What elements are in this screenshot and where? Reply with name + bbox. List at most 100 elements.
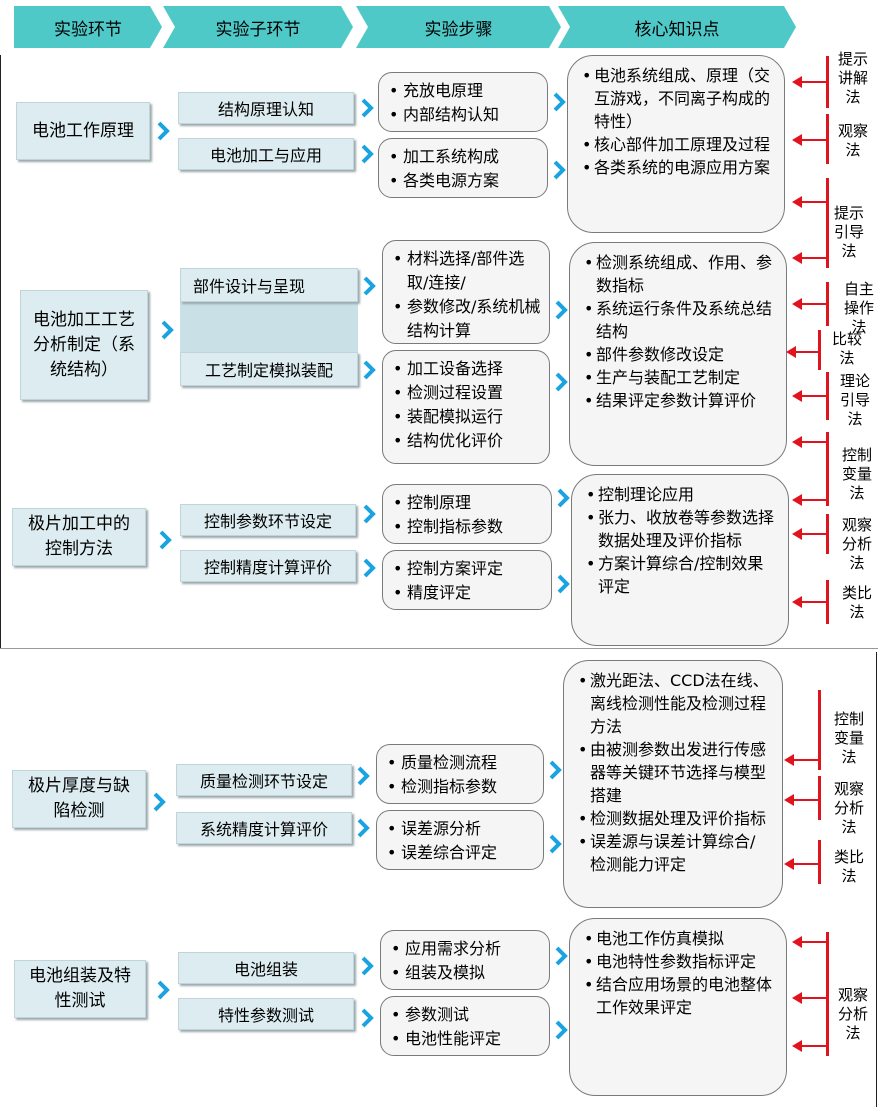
frame-left-line [0, 55, 1, 648]
chevron-right-icon [549, 834, 562, 854]
header-substage-shape [163, 6, 353, 48]
chevron-right-icon [555, 1020, 568, 1040]
steps-box: 加工系统构成各类电源方案 [378, 138, 548, 198]
header-core-shape [558, 6, 796, 48]
header-substage: 实验子环节 [163, 6, 353, 48]
substage-battery-processing: 电池加工与应用 [178, 138, 354, 170]
chevron-right-icon [555, 372, 568, 392]
core-knowledge-box: 激光距法、CCD法在线、离线检测性能及检测过程方法 由被测参数出发进行传感器等关… [563, 660, 783, 908]
chevron-right-icon [357, 766, 370, 786]
chevron-right-icon [357, 818, 370, 838]
step-item: 参数修改/系统机械结构计算 [393, 295, 541, 343]
stage-battery-assembly: 电池组装及特性测试 [14, 960, 146, 1018]
core-knowledge-box: 电池系统组成、原理（交互游戏，不同离子构成的特性） 核心部件加工原理及过程 各类… [567, 55, 785, 233]
stage-battery-principle: 电池工作原理 [16, 102, 150, 160]
method-bar [818, 330, 821, 370]
core-knowledge-box: 控制理论应用 张力、收放卷等参数选择数据处理及评价指标 方案计算综合/控制效果评… [571, 474, 789, 646]
step-item: 各类电源方案 [389, 169, 539, 193]
chevron-right-icon [363, 504, 376, 524]
frame-bottom-line [0, 648, 878, 649]
chevron-right-icon [157, 121, 170, 141]
red-arrow-icon [792, 528, 828, 540]
red-arrow-icon [792, 298, 828, 310]
core-item: 系统运行条件及系统总结结构 [584, 297, 774, 343]
step-item: 内部结构认知 [389, 103, 539, 127]
substage-label: 结构原理认知 [217, 100, 314, 119]
steps-box: 控制方案评定精度评定 [382, 550, 552, 610]
substage-quality-detection: 质量检测环节设定 [176, 764, 352, 796]
steps-box: 质量检测流程检测指标参数 [376, 744, 544, 804]
header-core: 核心知识点 [558, 6, 796, 48]
substage-label: 控制参数环节设定 [203, 512, 332, 531]
red-arrow-icon [784, 794, 820, 806]
substage-label: 特性参数测试 [217, 1006, 314, 1025]
step-item: 装配模拟运行 [393, 405, 541, 429]
core-item: 控制理论应用 [586, 483, 776, 506]
core-item: 电池系统组成、原理（交互游戏，不同离子构成的特性） [582, 64, 772, 133]
steps-box: 误差源分析误差综合评定 [376, 810, 544, 870]
method-label: 观察法 [838, 122, 869, 159]
method-label: 类比法 [834, 848, 865, 885]
core-item: 部件参数修改设定 [584, 343, 774, 366]
red-arrow-icon [792, 992, 828, 1004]
core-item: 检测数据处理及评价指标 [578, 807, 770, 830]
steps-box: 充放电原理内部结构认知 [378, 72, 548, 132]
substage-process-assembly: 工艺制定模拟装配 [180, 352, 358, 386]
step-item: 加工系统构成 [389, 145, 539, 169]
steps-box: 加工设备选择 检测过程设置 装配模拟运行 结构优化评价 [382, 350, 550, 464]
step-item: 材料选择/部件选取/连接/ [393, 247, 541, 295]
red-arrow-icon [792, 596, 828, 608]
stage-process-analysis: 电池加工工艺分析制定（系统结构） [20, 290, 148, 400]
step-item: 误差源分析 [387, 817, 535, 841]
red-arrow-icon [792, 436, 828, 448]
stage-label: 极片加工中的控制方法 [28, 514, 130, 559]
chevron-right-icon [361, 144, 374, 164]
red-arrow-icon [792, 494, 828, 506]
core-knowledge-box: 电池工作仿真模拟 电池特性参数指标评定 结合应用场景的电池整体工作效果评定 [569, 918, 787, 1096]
method-label: 自主操作法 [844, 280, 875, 336]
header-stage-label: 实验环节 [54, 19, 122, 40]
step-item: 质量检测流程 [387, 751, 535, 775]
step-item: 组装及模拟 [391, 961, 541, 985]
steps-box: 应用需求分析组装及模拟 [380, 930, 550, 990]
core-item: 由被测参数出发进行传感器等关键环节选择与模型搭建 [578, 738, 770, 807]
method-bar [818, 776, 821, 820]
core-item: 结合应用场景的电池整体工作效果评定 [584, 973, 774, 1019]
step-item: 电池性能评定 [391, 1027, 541, 1051]
header-substage-label: 实验子环节 [215, 19, 301, 40]
core-knowledge-box: 检测系统组成、作用、参数指标 系统运行条件及系统总结结构 部件参数修改设定 生产… [569, 242, 787, 466]
chevron-right-icon [159, 530, 172, 550]
stage-label: 电池加工工艺分析制定（系统结构） [33, 309, 135, 380]
step-item: 检测指标参数 [387, 775, 535, 799]
method-bar [826, 432, 829, 506]
header-steps: 实验步骤 [356, 6, 561, 48]
chevron-right-icon [363, 558, 376, 578]
substage-battery-assembly: 电池组装 [178, 952, 354, 984]
method-label: 观察分析法 [834, 780, 865, 836]
frame-right-line [876, 652, 877, 1107]
chevron-right-icon [161, 320, 174, 340]
steps-box: 材料选择/部件选取/连接/参数修改/系统机械结构计算 [382, 240, 550, 344]
substage-characteristic-test: 特性参数测试 [178, 998, 354, 1030]
red-arrow-icon [784, 754, 820, 766]
stage-control-method: 极片加工中的控制方法 [12, 508, 146, 566]
chevron-right-icon [555, 300, 568, 320]
method-bar [818, 690, 821, 770]
substage-label: 部件设计与呈现 [193, 277, 306, 296]
method-label: 控制变量法 [842, 446, 873, 502]
step-item: 应用需求分析 [391, 937, 541, 961]
chevron-right-icon [363, 360, 376, 380]
substage-label: 质量检测环节设定 [199, 772, 328, 791]
core-item: 检测系统组成、作用、参数指标 [584, 251, 774, 297]
core-item: 电池工作仿真模拟 [584, 927, 774, 950]
core-item: 电池特性参数指标评定 [584, 950, 774, 973]
step-item: 精度评定 [393, 581, 543, 605]
substage-control-precision: 控制精度计算评价 [180, 550, 356, 582]
red-arrow-icon [792, 1040, 828, 1052]
step-item: 控制方案评定 [393, 557, 543, 581]
chevron-right-icon [557, 488, 570, 508]
header-steps-label: 实验步骤 [424, 19, 493, 40]
substage-structure-principle: 结构原理认知 [178, 92, 354, 124]
core-item: 误差源与误差计算综合/检测能力评定 [578, 830, 770, 876]
red-arrow-icon [792, 196, 828, 208]
